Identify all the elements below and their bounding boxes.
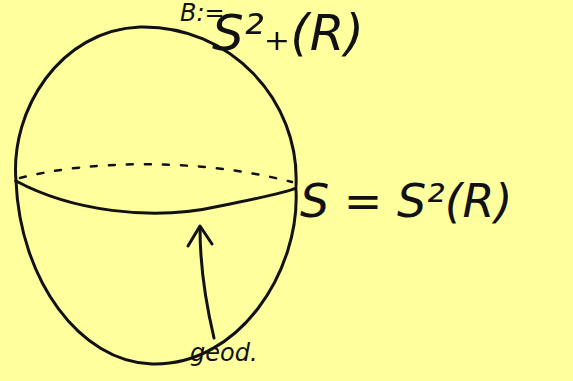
- geodesic-label: geod.: [190, 340, 258, 366]
- front-equator: [16, 181, 296, 213]
- back-equator: [20, 164, 292, 182]
- sphere-formula: S = S²(R): [300, 176, 512, 227]
- region-formula: S²₊(R): [212, 6, 364, 61]
- lower-hemisphere: [16, 181, 296, 364]
- arrow-head: [188, 226, 212, 246]
